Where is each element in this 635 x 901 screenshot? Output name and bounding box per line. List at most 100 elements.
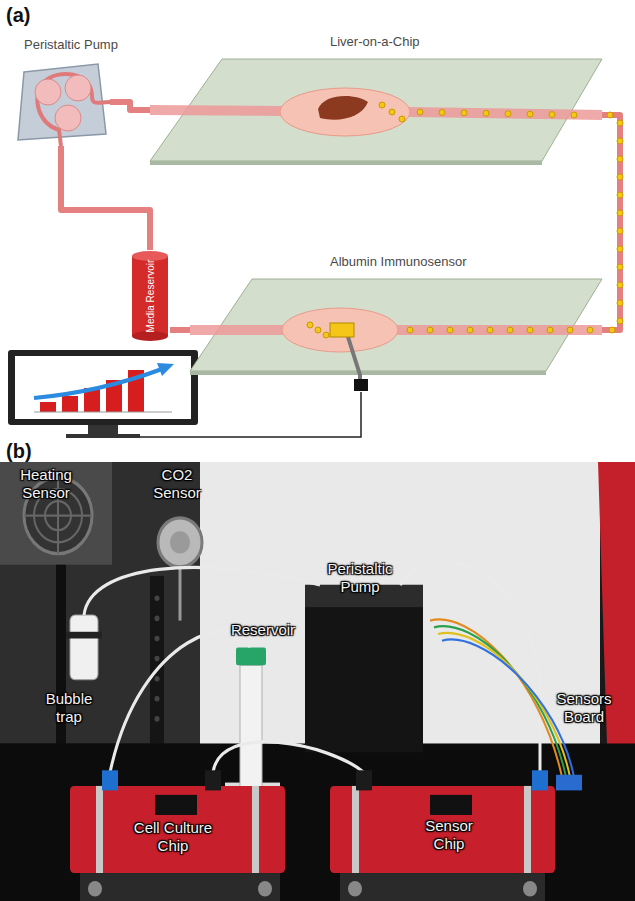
- pump-node: [55, 105, 81, 131]
- reservoir-node: [132, 331, 168, 341]
- albumin-dot: [617, 282, 623, 288]
- bubble-trap: [66, 632, 102, 639]
- stages: [80, 873, 280, 901]
- sensor-chip-node: [487, 327, 493, 333]
- photo-label: Reservoir: [226, 621, 300, 639]
- sensor-chip-node: [315, 327, 321, 333]
- sensor-chip-node: [330, 323, 354, 337]
- sensor-chip-node: [507, 327, 513, 333]
- sensor-wires: [434, 626, 566, 777]
- sensor-chip-node: [190, 325, 284, 335]
- sensor-wires: [438, 633, 570, 777]
- reservoir-node: [132, 251, 168, 261]
- bubble-trap: [66, 615, 102, 680]
- sensor-chip: [330, 770, 555, 873]
- sensor-chip-node: [190, 275, 602, 375]
- tubing: [602, 115, 620, 330]
- heater: [0, 462, 112, 565]
- monitor: [88, 425, 118, 434]
- setup-photo: [0, 462, 635, 901]
- tubing: [110, 102, 150, 110]
- stand-poles: [155, 676, 160, 682]
- sensor-chip: [356, 770, 372, 790]
- stand-poles: [155, 595, 160, 601]
- albumin-dot: [617, 228, 623, 234]
- chip-node: [318, 96, 368, 120]
- heater: [0, 462, 112, 565]
- sensor-wires: [430, 619, 562, 777]
- chip-node: [483, 110, 489, 116]
- pump-box: [305, 585, 423, 753]
- albumin-dot: [607, 112, 613, 118]
- sensor-chip-node: [587, 327, 593, 333]
- tubing: [400, 562, 540, 772]
- sensor-chip: [430, 795, 472, 815]
- pump-node: [12, 58, 110, 146]
- sensor-chip-node: [527, 327, 533, 333]
- chip-node: [150, 59, 602, 161]
- monitor: [40, 402, 56, 412]
- albumin-dot: [617, 246, 623, 252]
- photo-label: Peristaltic Pump: [310, 560, 410, 596]
- stages: [348, 881, 362, 897]
- chip-node: [280, 88, 410, 136]
- panel-label: (b): [6, 440, 32, 463]
- tubing: [84, 562, 540, 772]
- sensor-chip-node: [427, 327, 433, 333]
- stages: [523, 881, 537, 897]
- sensor-chip-node: [282, 308, 398, 352]
- co2-sensor: [179, 567, 182, 621]
- reservoir-tube: [225, 647, 280, 791]
- chip-node: Liver-on-a-Chip: [150, 55, 602, 165]
- sensor-wire: [140, 392, 361, 437]
- stand-poles: [155, 716, 160, 722]
- sensor-chip-node: [348, 337, 360, 381]
- sensor-chip: [532, 770, 548, 790]
- chip-node: [461, 110, 467, 116]
- stand-poles: [155, 656, 160, 662]
- stages: [88, 881, 102, 897]
- tubing: [84, 567, 320, 615]
- chip-node: [389, 109, 395, 115]
- pump-node: [35, 79, 61, 105]
- sensor-chip-node: [307, 322, 313, 328]
- reservoir-tube: [236, 647, 266, 665]
- co2-sensor: [170, 531, 190, 553]
- pump-node: [65, 75, 91, 101]
- chip-node: [150, 110, 282, 111]
- tubing: [213, 742, 364, 773]
- sensor-wires: [442, 639, 574, 776]
- sensor-chip: [330, 786, 555, 873]
- cell-culture-chip: [70, 770, 285, 873]
- node-heading: Liver-on-a-Chip: [330, 34, 420, 49]
- cell-culture-chip: [252, 786, 259, 873]
- stand-poles: [155, 616, 160, 622]
- sensor-chip-node: [547, 327, 553, 333]
- photo-label: Cell Culture Chip: [118, 819, 228, 855]
- pump-box: [305, 585, 423, 753]
- monitor: [15, 356, 191, 419]
- albumin-dot: [617, 120, 623, 126]
- monitor: [8, 350, 198, 438]
- photo-label: Sensors Board: [546, 690, 622, 726]
- sensor-wires: [430, 619, 574, 777]
- sensor-chip-node: Albumin Immunosensor: [190, 275, 602, 375]
- monitor: [34, 412, 172, 413]
- chip-node: [527, 111, 533, 117]
- pump-node: Peristaltic Pump: [12, 58, 110, 146]
- sensor-chip-node: [567, 327, 573, 333]
- chip-node: [379, 102, 385, 108]
- stand-poles: [155, 636, 160, 642]
- stages: [340, 873, 545, 901]
- chip-node: [150, 55, 602, 165]
- sensor-chip-node: [323, 332, 329, 338]
- reservoir-tube: [240, 665, 262, 788]
- node-heading: Albumin Immunosensor: [330, 254, 467, 269]
- chip-node: [439, 109, 445, 115]
- sensor-chip-node: [407, 327, 413, 333]
- tubing: [170, 327, 190, 333]
- albumin-dot: [617, 192, 623, 198]
- sensor-chip-node: [396, 325, 602, 335]
- sensor-chip-node: [190, 279, 602, 371]
